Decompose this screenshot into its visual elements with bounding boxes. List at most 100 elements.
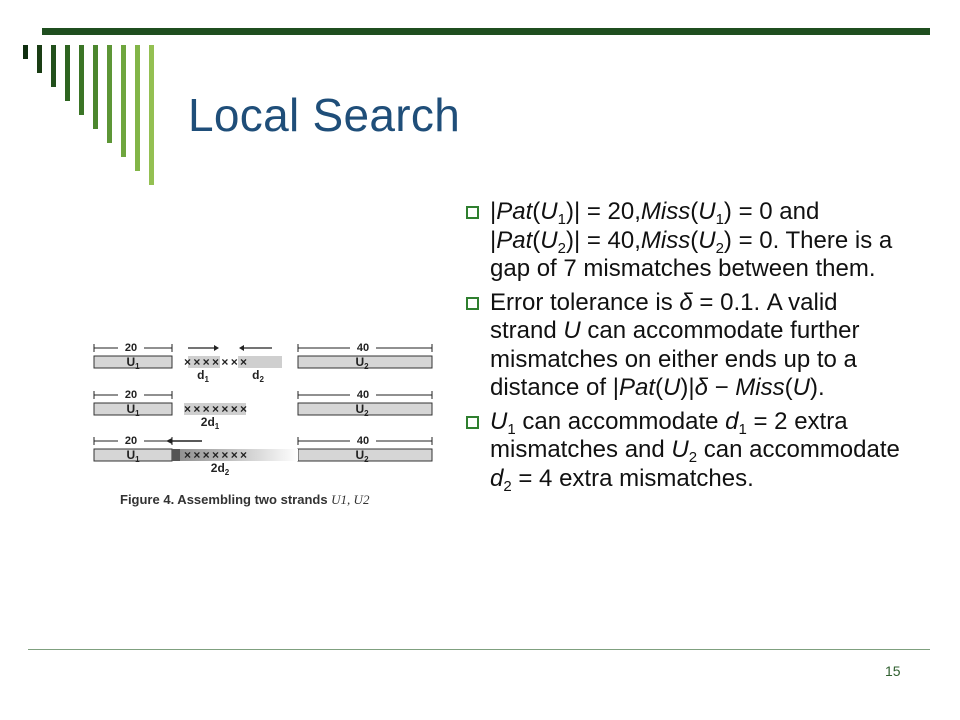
square-bullet-icon	[466, 206, 479, 219]
bullet-text: U	[563, 317, 581, 344]
label-mask	[118, 342, 144, 352]
decorative-bar	[149, 45, 154, 185]
bullet-text: (	[655, 374, 664, 401]
right-length-label: 40	[357, 389, 369, 401]
figure-caption-text: Figure 4. Assembling two strands	[120, 492, 332, 507]
bullet-text: 2	[557, 239, 566, 257]
bullet-text: Pat	[496, 198, 533, 225]
strand-u1-bar	[93, 355, 173, 369]
bullet-text: can accommodate	[515, 407, 726, 435]
bullet-text: U	[698, 198, 716, 225]
bullet-text: 1	[738, 420, 747, 438]
extension-shade	[172, 449, 298, 461]
bullet-text: 2	[503, 477, 512, 495]
distance-label: 2d1	[201, 415, 220, 431]
bullet-text: U	[490, 407, 508, 435]
bullet-text: )|	[680, 374, 695, 401]
page-number: 15	[885, 663, 901, 679]
bullet-text: d	[725, 407, 739, 435]
label-mask	[118, 435, 144, 445]
bullet-text: Miss	[640, 198, 691, 225]
strand-u1-label: U1	[126, 355, 140, 371]
mismatch-marks: × × × × × × ×	[184, 355, 247, 369]
strand-u2-label: U2	[355, 448, 369, 464]
extension-shade	[188, 356, 220, 368]
bullet-text: can accommodate further mismatches on ei…	[490, 317, 860, 401]
bullet-text: Pat	[618, 374, 656, 401]
arrow-head-icon	[239, 345, 244, 351]
bullet-text: −	[707, 374, 736, 401]
square-bullet-icon	[466, 415, 479, 429]
decorative-bar	[37, 45, 42, 73]
bullet-text: = 0.1. A valid strand	[490, 288, 838, 345]
bullet-text: (	[532, 198, 541, 225]
bullet-text: (	[690, 198, 699, 225]
bullet-text: ) = 0. There is a gap of 7 mismatches be…	[490, 226, 893, 283]
mismatch-marks: × × × × × × ×	[184, 448, 247, 462]
left-length-label: 20	[125, 435, 137, 447]
decorative-bar	[121, 45, 126, 157]
bullet-text: 1	[715, 211, 724, 228]
bullet-text: U	[540, 226, 558, 254]
bullet-text: ).	[809, 374, 825, 401]
bullet-text: (	[784, 374, 793, 401]
bullet-text: (	[690, 226, 699, 254]
bullet-text: U	[698, 226, 716, 254]
bullet-text: 2	[715, 239, 724, 257]
label-mask	[350, 342, 376, 352]
strand-u2-bar	[297, 402, 433, 416]
decorative-bar	[107, 45, 112, 143]
bottom-rule	[28, 649, 930, 650]
extension-shade	[238, 356, 282, 368]
label-mask	[118, 389, 144, 399]
arrow-head-icon	[166, 438, 172, 444]
bullet-text: U	[540, 198, 558, 225]
bullet-text: = 2 extra mismatches and	[490, 407, 848, 464]
arrow-head-icon	[214, 345, 219, 351]
label-mask	[350, 389, 376, 399]
decorative-bar	[93, 45, 98, 129]
top-rule	[42, 28, 930, 35]
bullet-text: ) = 0 and |	[490, 198, 820, 254]
bullet-text: )| = 20,	[565, 198, 641, 225]
right-length-label: 40	[357, 342, 369, 354]
left-length-label: 20	[125, 389, 137, 401]
bullet-text: Pat	[496, 226, 533, 254]
bullet-text: can accommodate	[697, 436, 900, 463]
bullet-text: Miss	[735, 374, 785, 401]
extension-block	[172, 449, 180, 461]
bullet-item: Error tolerance is δ = 0.1. A valid stra…	[464, 289, 904, 403]
slide-title: Local Search	[188, 89, 461, 141]
strand-u2-bar	[297, 355, 433, 369]
decorative-bar	[65, 45, 70, 101]
figure-caption: Figure 4. Assembling two strands U1, U2	[120, 492, 369, 508]
decorative-bar	[23, 45, 28, 59]
distance-label: 2d2	[211, 461, 230, 477]
bullet-text: )| = 40,	[565, 226, 641, 254]
distance-label: d1	[197, 368, 209, 384]
decorative-bar	[135, 45, 140, 171]
bullet-text: δ	[694, 374, 708, 401]
strand-u2-label: U2	[355, 355, 369, 371]
right-length-label: 40	[357, 435, 369, 447]
bullet-list: |Pat(U1)| = 20,Miss(U1) = 0 and |Pat(U2)…	[464, 198, 904, 498]
decorative-bar	[79, 45, 84, 115]
decorative-bar	[51, 45, 56, 87]
mismatch-marks: × × × × × × ×	[184, 402, 247, 416]
bullet-text: |	[490, 198, 497, 225]
bullet-item: |Pat(U1)| = 20,Miss(U1) = 0 and |Pat(U2)…	[464, 198, 904, 284]
bullet-text: Error tolerance is	[490, 288, 680, 316]
extension-shade	[184, 403, 246, 415]
bullet-text: 2	[688, 449, 698, 466]
bullet-text: U	[671, 436, 689, 463]
bullet-text: 1	[557, 211, 566, 228]
bullet-item: U1 can accommodate d1 = 2 extra mismatch…	[464, 408, 904, 494]
bullet-text: U	[663, 374, 681, 401]
bullet-text: = 4 extra mismatches.	[511, 464, 754, 492]
label-mask	[350, 435, 376, 445]
bullet-text: δ	[679, 288, 693, 316]
decorative-bars	[0, 0, 200, 200]
figure-caption-math: U1, U2	[331, 492, 370, 507]
bullet-text: U	[792, 374, 810, 401]
